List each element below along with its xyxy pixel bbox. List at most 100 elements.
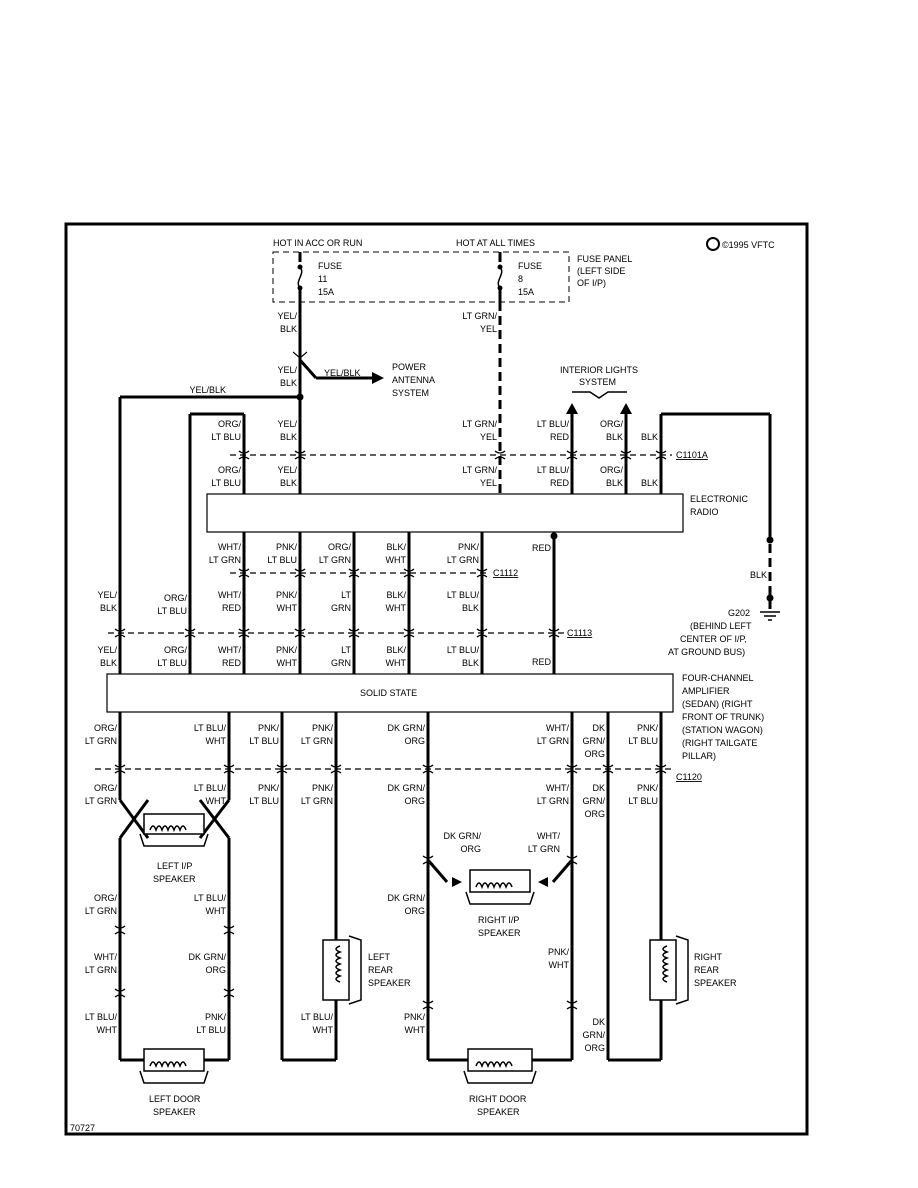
connector-pin xyxy=(114,925,126,935)
hot-all-label: HOT AT ALL TIMES xyxy=(456,238,535,248)
connector-pin xyxy=(566,450,578,460)
wire-label: ORG/BLK xyxy=(600,419,624,442)
amplifier-box-label: SOLID STATE xyxy=(360,688,417,698)
wire-label: DK GRN/ORG xyxy=(387,723,425,746)
connector-pin xyxy=(223,925,235,935)
wire-label: WHT/LT GRN xyxy=(537,783,570,806)
wire-label: YEL/BLK xyxy=(324,368,361,378)
wire-label: BLK xyxy=(641,432,658,442)
svg-text:SPEAKER: SPEAKER xyxy=(153,874,196,884)
wire-label: BLK xyxy=(641,478,658,488)
wire-label: PNK/LT GRN xyxy=(301,723,334,746)
svg-text:OF I/P): OF I/P) xyxy=(577,278,606,288)
svg-text:15A: 15A xyxy=(518,287,534,297)
svg-text:G202: G202 xyxy=(728,608,750,618)
speaker-left-ip xyxy=(139,813,209,847)
svg-text:FUSE: FUSE xyxy=(518,261,542,271)
connector-pins xyxy=(114,450,667,1010)
connector-pin xyxy=(330,764,342,774)
wire-label: WHT/RED xyxy=(218,645,241,668)
svg-text:11: 11 xyxy=(318,274,327,284)
wire-label: ORG/LT GRN xyxy=(85,783,118,806)
wire-label: WHT/LT GRN xyxy=(537,723,570,746)
speaker-right-rear xyxy=(649,935,689,1005)
fuse-11: FUSE 11 15A xyxy=(297,252,342,302)
svg-text:CENTER OF I/P,: CENTER OF I/P, xyxy=(680,634,747,644)
svg-text:RIGHT I/P: RIGHT I/P xyxy=(478,915,519,925)
wire-label: BLK/WHT xyxy=(386,645,407,668)
wire-label: PNK/LT BLU xyxy=(628,723,658,746)
wire-label: PNK/WHT xyxy=(548,947,570,970)
connector-pin xyxy=(403,568,415,578)
svg-text:SPEAKER: SPEAKER xyxy=(153,1107,196,1117)
connector-pin xyxy=(620,450,632,460)
copyright-text: ©1995 VFTC xyxy=(722,240,775,250)
svg-text:8: 8 xyxy=(518,274,523,284)
right-rear-label: RIGHT REAR SPEAKER xyxy=(694,952,737,988)
arrow-right-icon xyxy=(452,877,462,887)
power-antenna-label: POWER ANTENNA SYSTEM xyxy=(392,362,435,398)
svg-text:FRONT OF TRUNK): FRONT OF TRUNK) xyxy=(682,712,764,722)
connector-pin xyxy=(294,568,306,578)
wire-label: ORG/BLK xyxy=(600,465,624,488)
right-ip-label: RIGHT I/P SPEAKER xyxy=(478,915,521,938)
c1113-label: C1113 xyxy=(567,628,592,638)
connector-pin xyxy=(276,764,288,774)
svg-text:AMPLIFIER: AMPLIFIER xyxy=(682,686,730,696)
svg-text:POWER: POWER xyxy=(392,362,427,372)
connector-pin xyxy=(403,628,415,638)
svg-text:SPEAKER: SPEAKER xyxy=(477,1107,520,1117)
wire-label: PNK/LT BLU xyxy=(249,783,279,806)
svg-text:RIGHT: RIGHT xyxy=(694,952,723,962)
fuse-panel-box xyxy=(272,251,570,303)
interior-lights-label: INTERIOR LIGHTS SYSTEM xyxy=(560,365,638,387)
connector-pin xyxy=(655,450,667,460)
amplifier-label: FOUR-CHANNEL AMPLIFIER (SEDAN) (RIGHT FR… xyxy=(682,673,764,761)
wire-label: PNK/LT GRN xyxy=(447,542,480,565)
wire-label: LT BLU/BLK xyxy=(447,590,480,613)
connector-pin xyxy=(238,450,250,460)
wire-label: LT BLU/WHT xyxy=(301,1012,334,1035)
arrow-up-icon xyxy=(566,403,578,414)
svg-text:FUSE PANEL: FUSE PANEL xyxy=(577,254,632,264)
svg-text:REAR: REAR xyxy=(694,965,720,975)
connector-pin xyxy=(422,764,434,774)
wire-label: LT GRN/YEL xyxy=(462,465,497,488)
diagram-frame xyxy=(64,222,809,1136)
svg-text:(SEDAN) (RIGHT: (SEDAN) (RIGHT xyxy=(682,699,753,709)
wire-label: BLK xyxy=(750,570,767,580)
wire-label: LT BLU/RED xyxy=(537,465,570,488)
arrow-left-icon xyxy=(538,877,548,887)
wire-label: PNK/LT BLU xyxy=(628,783,658,806)
wire-label: LT GRN/YEL xyxy=(462,311,497,334)
wire-label: LT BLU/WHT xyxy=(85,1012,118,1035)
connector-pin xyxy=(476,628,488,638)
connector-pin xyxy=(422,1000,434,1010)
wire-label: RED xyxy=(532,543,552,553)
wire-label: PNK/LT BLU xyxy=(196,1012,226,1035)
wire-label: DK GRN/ORG xyxy=(387,783,425,806)
speaker-left-rear xyxy=(322,935,362,1005)
amplifier-box xyxy=(106,673,674,713)
c1112-label: C1112 xyxy=(493,568,518,578)
connector-pin xyxy=(223,988,235,998)
connector-pin xyxy=(422,855,434,865)
wire-label: WHT/LT GRN xyxy=(85,952,118,975)
svg-text:(STATION WAGON): (STATION WAGON) xyxy=(682,725,763,735)
wire-label: WHT/LT GRN xyxy=(209,542,242,565)
connector-pin xyxy=(548,628,560,638)
wire-label: ORG/LT GRN xyxy=(85,723,118,746)
svg-text:FOUR-CHANNEL: FOUR-CHANNEL xyxy=(682,673,754,683)
wire-label: PNK/WHT xyxy=(276,590,298,613)
svg-text:SYSTEM: SYSTEM xyxy=(579,377,616,387)
wire-label: LT BLU/BLK xyxy=(447,645,480,668)
fuse-8: FUSE 8 15A xyxy=(497,252,542,302)
wire-label: BLK/WHT xyxy=(386,590,407,613)
left-ip-label: LEFT I/P SPEAKER xyxy=(153,861,196,884)
connector-pin xyxy=(114,988,126,998)
arrow-up-icon xyxy=(620,403,632,414)
